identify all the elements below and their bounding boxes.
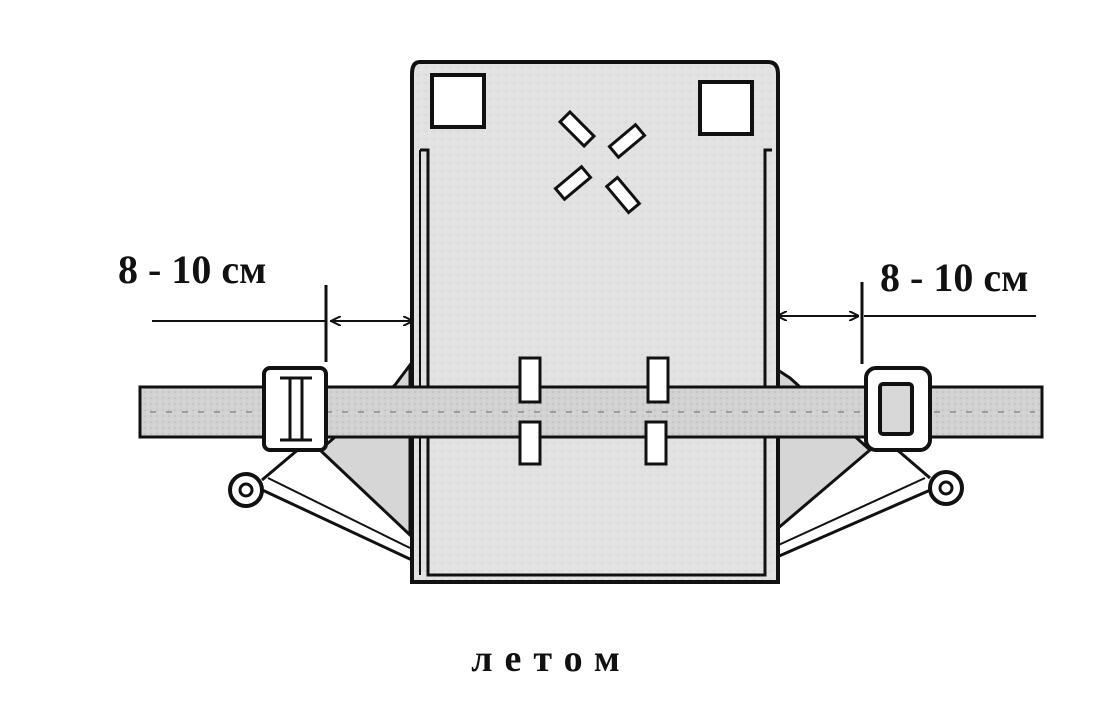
ring-right-icon (928, 470, 964, 506)
ring-left-icon (228, 472, 264, 508)
buckle-right-icon (864, 366, 932, 452)
cross-marker-icon (553, 109, 647, 215)
dimension-right (778, 282, 1036, 364)
dimension-label-left: 8 - 10 см (118, 247, 267, 292)
square-marker-right (698, 80, 754, 136)
back-panel (410, 60, 780, 584)
buckle-left-icon (262, 366, 328, 452)
strap-left (257, 446, 413, 562)
dimension-left (152, 285, 412, 362)
belt-loop-right (644, 356, 670, 466)
strap-right (769, 446, 936, 562)
square-marker-left (430, 73, 486, 129)
dimension-label-right: 8 - 10 см (880, 255, 1029, 300)
belt-loop-left (518, 356, 542, 466)
diagram-caption: летом (471, 638, 632, 680)
